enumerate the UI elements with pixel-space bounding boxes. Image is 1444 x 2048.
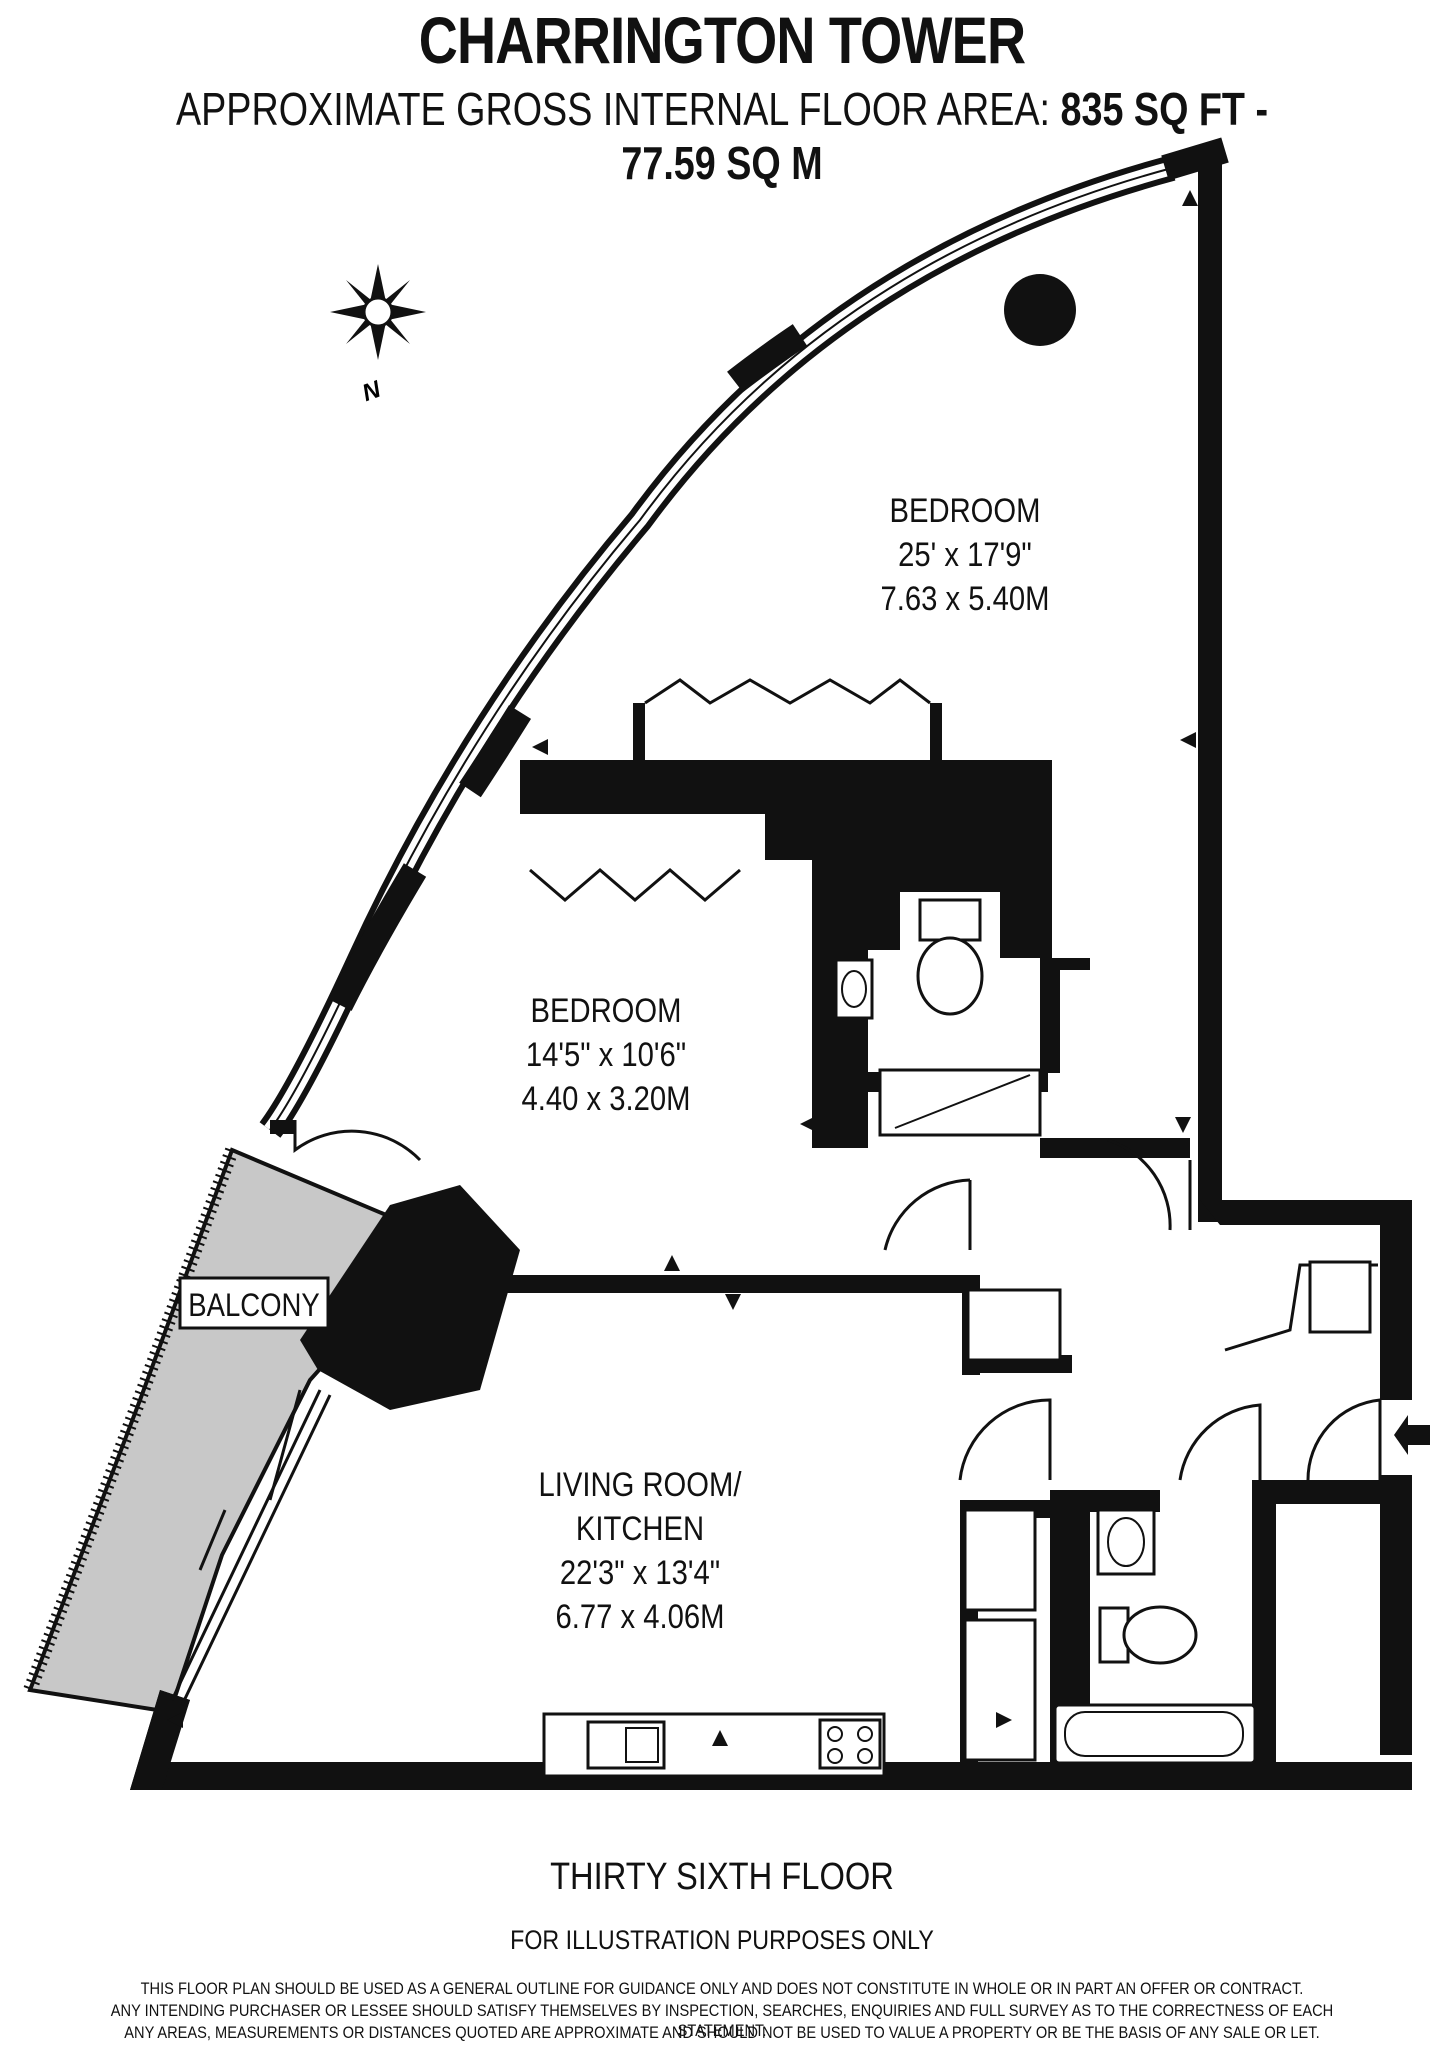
disclaimer-line-1: THIS FLOOR PLAN SHOULD BE USED AS A GENE… (140, 1979, 1304, 1998)
room-labels: BEDROOM 25' x 17'9" 7.63 x 5.40M BEDROOM… (522, 491, 1050, 1636)
floor-area-line: APPROXIMATE GROSS INTERNAL FLOOR AREA: 8… (130, 82, 1314, 190)
arc-wall-segment (727, 324, 808, 393)
bedroom2-south-wall (460, 1275, 980, 1293)
hall-cupboard (1308, 1260, 1372, 1334)
bedroom2-name: BEDROOM (531, 991, 682, 1030)
living-bedroom-wall (300, 1185, 520, 1410)
measure-markers (167, 190, 1198, 1746)
entrance-wall-top (1260, 1480, 1410, 1504)
floor-area-sqm: 77.59 SQ M (621, 137, 823, 189)
arc-wall-segment (459, 705, 532, 798)
bedroom1-imperial: 25' x 17'9" (898, 535, 1032, 574)
balcony-label: BALCONY (188, 1288, 320, 1323)
ensuite-toilet (918, 898, 982, 942)
central-wall-block (520, 760, 1052, 1148)
plan-title: CHARRINGTON TOWER (418, 3, 1026, 77)
balcony-label-box (178, 1276, 330, 1330)
disclaimer-line-2: ANY INTENDING PURCHASER OR LESSEE SHOULD… (110, 2001, 1334, 2040)
wardrobe-doors (529, 678, 931, 902)
store-wall (1200, 1200, 1412, 1400)
disclaimer-line-3: ANY AREAS, MEASUREMENTS OR DISTANCES QUO… (124, 2023, 1320, 2042)
floor-area-label: APPROXIMATE GROSS INTERNAL FLOOR AREA: (175, 83, 1051, 135)
bedroom2-metric: 4.40 x 3.20M (522, 1079, 691, 1118)
living-metric: 6.77 x 4.06M (556, 1597, 725, 1636)
bedroom1-metric: 7.63 x 5.40M (881, 579, 1050, 618)
entrance-arrow-icon (1394, 1415, 1430, 1455)
balcony-area (27, 1147, 403, 1715)
compass-north-label: N (359, 376, 385, 408)
living-name-line2: KITCHEN (576, 1509, 704, 1548)
floor-name: THIRTY SIXTH FLOOR (550, 1856, 894, 1898)
illustration-notice: FOR ILLUSTRATION PURPOSES ONLY (510, 1925, 934, 1955)
floor-area-separator: - (1255, 83, 1269, 135)
bathtub (1053, 1703, 1257, 1765)
bedroom1-name: BEDROOM (890, 491, 1041, 530)
entrance-wall (1380, 1475, 1412, 1755)
living-name-line1: LIVING ROOM/ (539, 1465, 742, 1504)
east-wall (1198, 150, 1222, 1222)
south-wall (130, 1690, 1412, 1790)
bedroom2-imperial: 14'5" x 10'6" (526, 1035, 686, 1074)
balcony-sliding-doors (170, 1389, 332, 1706)
balcony-railing (23, 1147, 239, 1693)
arc-wall-segment (328, 863, 427, 1011)
kitchen-hob (818, 1718, 882, 1770)
living-imperial: 22'3" x 13'4" (560, 1553, 720, 1592)
structural-column (1004, 274, 1076, 346)
compass-icon: N (330, 264, 426, 407)
floor-area-sqft: 835 SQ FT (1060, 83, 1245, 135)
bath-basin (1096, 1508, 1156, 1576)
